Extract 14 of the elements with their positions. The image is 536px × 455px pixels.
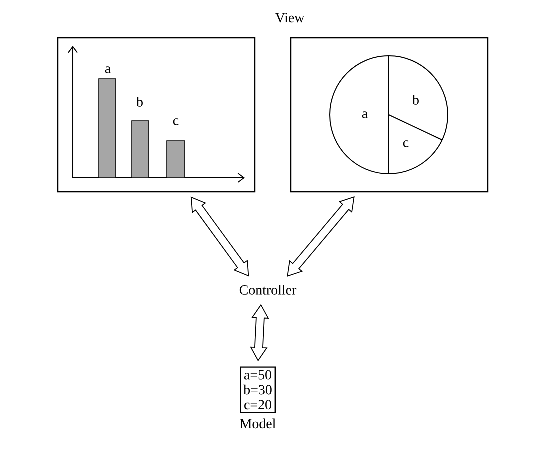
double-arrow [287,196,355,277]
pie-label: b [412,95,419,105]
controller-label: Controller [240,285,297,295]
pie-label: a [362,112,368,118]
bar-chart-box [57,37,256,193]
title: View [275,13,305,23]
bar-label: a [105,66,111,74]
bar-label: c [173,118,179,126]
double-arrow [190,196,250,277]
pie-chart-box [290,37,489,193]
model-box: a=50 b=30 c=20 [240,366,276,414]
pie-label: c [403,140,409,148]
model-caption: Model [240,418,276,429]
bar-label: b [136,97,143,107]
